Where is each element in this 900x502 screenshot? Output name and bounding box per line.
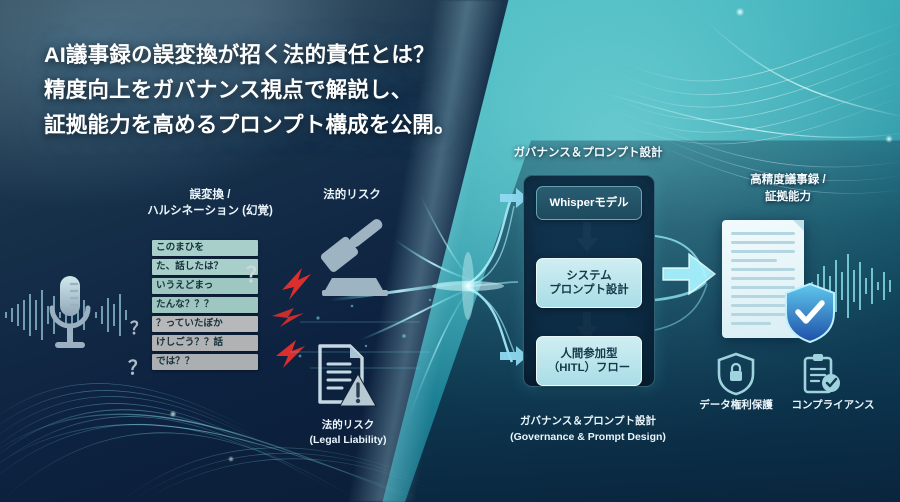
garbled-line: たんな？？？ xyxy=(152,296,258,313)
pipeline-box-hitl-flow-label: 人間参加型 （HITL）フロー xyxy=(548,347,630,375)
gavel-icon xyxy=(320,219,388,296)
feature-label-compliance: コンプライアンス xyxy=(791,399,875,411)
legal-risk-caption-en: (Legal Liability) xyxy=(309,434,387,447)
headline-line-1: AI議事録の誤変換が招く法的責任とは？ xyxy=(44,43,435,67)
pipeline-box-system-prompt-design[interactable]: システム プロンプト設計 xyxy=(536,258,642,308)
legal-risk-top-label: 法的リスク xyxy=(323,189,381,201)
outcome-heading-line-2: 証拠能力 xyxy=(765,190,811,203)
legal-risk-caption-ja: 法的リスク xyxy=(321,419,375,431)
garbled-line: た、話したは？ xyxy=(152,258,258,275)
garbled-line: このまひを xyxy=(152,240,258,256)
hitl-line-1: 人間参加型 xyxy=(560,347,618,360)
garbled-line: いうえどまっ xyxy=(152,277,258,294)
governance-caption: ガバナンス＆プロンプト設計 (Governance & Prompt Desig… xyxy=(478,414,698,446)
governance-caption-ja: ガバナンス＆プロンプト設計 xyxy=(520,415,656,427)
garbled-line: ？っていたぼか xyxy=(152,315,258,332)
document-warning-icon xyxy=(318,344,377,407)
outcome-heading-line-1: 高精度議事録 / xyxy=(750,174,826,186)
headline: AI議事録の誤変換が招く法的責任とは？ 精度向上をガバナンス視点で解説し、 証拠… xyxy=(44,38,474,142)
clipboard-check-icon xyxy=(803,354,840,394)
hallucination-caption: 誤変換 / ハルシネーション (幻覚) xyxy=(120,188,300,219)
pipeline-box-system-prompt-design-label: システム プロンプト設計 xyxy=(549,269,628,297)
garbled-line: けしごう？？話 xyxy=(152,334,258,351)
sysprompt-line-2: プロンプト設計 xyxy=(549,284,629,296)
shield-check-icon xyxy=(785,282,835,344)
legal-risk-caption: 法的リスク (Legal Liability) xyxy=(296,418,400,448)
hallucination-caption-line-1: 誤変換 / xyxy=(189,189,231,201)
pipeline-box-whisper-model-label: Whisperモデル xyxy=(549,196,629,209)
garbled-line: では？？ xyxy=(152,353,258,370)
headline-line-3: 証拠能力を高めるプロンプト構成を公開。 xyxy=(44,112,456,137)
hitl-line-2: （HITL）フロー xyxy=(547,362,631,374)
governance-caption-en: (Governance & Prompt Design) xyxy=(510,430,666,443)
headline-line-2: 精度向上をガバナンス視点で解説し、 xyxy=(44,77,413,102)
sysprompt-line-1: システム xyxy=(566,269,612,282)
outcome-heading: 高精度議事録 / 証拠能力 xyxy=(708,172,868,205)
question-mark-glyph: ？ xyxy=(130,319,147,338)
question-mark-glyph: ？ xyxy=(128,358,148,379)
microphone-icon xyxy=(49,276,91,348)
hallucination-caption-line-2: ハルシネーション (幻覚) xyxy=(147,204,273,217)
pipeline-box-hitl-flow[interactable]: 人間参加型 （HITL）フロー xyxy=(536,336,642,386)
pipeline-box-whisper-model[interactable]: Whisperモデル xyxy=(536,186,642,220)
shield-lock-icon xyxy=(717,352,755,396)
garbled-transcript-block: このまひを た、話したは？ いうえどまっ たんな？？？ ？っていたぼか けしごう… xyxy=(152,240,258,373)
governance-heading: ガバナンス＆プロンプト設計 xyxy=(513,147,663,159)
question-mark-glyph: ？ xyxy=(246,264,267,287)
feature-label-data-rights: データ権利保護 xyxy=(699,399,773,411)
